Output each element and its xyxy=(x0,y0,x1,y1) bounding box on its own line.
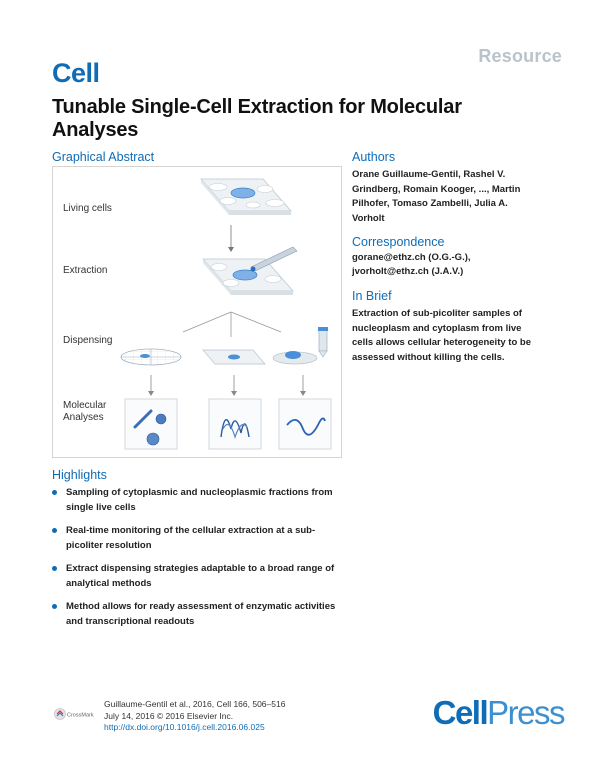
bullet-icon xyxy=(52,604,57,609)
cellpress-logo: CellPress xyxy=(432,694,566,732)
highlight-text: Sampling of cytoplasmic and nucleoplasmi… xyxy=(66,487,333,513)
copyright-line: July 14, 2016 © 2016 Elsevier Inc. xyxy=(104,710,234,721)
graphical-abstract-illustration xyxy=(120,178,332,450)
journal-logo: Cell xyxy=(52,58,100,88)
ga-label-analyses: Analyses xyxy=(63,412,104,423)
highlights-heading: Highlights xyxy=(52,468,107,482)
correspondence-email-2[interactable]: jvorholt@ethz.ch (J.A.V.) xyxy=(352,266,464,277)
crossmark-logo[interactable]: CrossMark xyxy=(54,707,98,721)
cellpress-logo-part1: Cell xyxy=(432,694,489,731)
bullet-icon xyxy=(52,566,57,571)
doi-link[interactable]: http://dx.doi.org/10.1016/j.cell.2016.06… xyxy=(104,722,265,732)
authors-heading: Authors xyxy=(352,150,396,164)
correspondence-email-1[interactable]: gorane@ethz.ch (O.G.-G.), xyxy=(352,252,471,263)
cellpress-logo-part2: Press xyxy=(487,694,565,731)
analysis-panel-microscopy xyxy=(124,398,178,450)
graphical-abstract-figure: Living cells Extraction Dispensing Molec… xyxy=(52,166,342,458)
article-title: Tunable Single-Cell Extraction for Molec… xyxy=(52,96,462,141)
in-brief-text: Extraction of sub-picoliter samples of n… xyxy=(352,308,531,363)
citation-footer: Guillaume-Gentil et al., 2016, Cell 166,… xyxy=(104,699,285,734)
highlight-item: Real-time monitoring of the cellular ext… xyxy=(52,524,352,553)
correspondence-heading: Correspondence xyxy=(352,235,445,249)
ga-label-dispensing: Dispensing xyxy=(63,335,113,346)
highlight-text: Real-time monitoring of the cellular ext… xyxy=(66,525,316,551)
bullet-icon xyxy=(52,490,57,495)
highlight-item: Method allows for ready assessment of en… xyxy=(52,600,352,629)
article-type-label: Resource xyxy=(478,46,562,66)
authors-list: Orane Guillaume-Gentil, Rashel V. Grindb… xyxy=(352,169,521,224)
living-cells-slab xyxy=(200,178,292,215)
in-brief-heading: In Brief xyxy=(352,289,392,303)
ga-label-living-cells: Living cells xyxy=(63,203,112,214)
ga-label-molecular: Molecular xyxy=(63,400,107,411)
analysis-panel-structure xyxy=(208,398,262,450)
highlight-text: Method allows for ready assessment of en… xyxy=(66,601,336,627)
highlight-text: Extract dispensing strategies adaptable … xyxy=(66,563,335,589)
extraction-slab xyxy=(202,246,298,295)
graphical-abstract-heading: Graphical Abstract xyxy=(52,150,155,164)
analysis-panel-molecule xyxy=(278,398,332,450)
dispensing-grid-target xyxy=(120,348,182,366)
dispensing-slide-target xyxy=(202,349,266,365)
highlight-item: Extract dispensing strategies adaptable … xyxy=(52,562,352,591)
citation-line: Guillaume-Gentil et al., 2016, Cell 166,… xyxy=(104,699,286,709)
crossmark-text: CrossMark xyxy=(67,713,94,719)
highlight-item: Sampling of cytoplasmic and nucleoplasmi… xyxy=(52,486,352,515)
dispensing-tube-target xyxy=(272,327,328,365)
ga-label-extraction: Extraction xyxy=(63,265,108,276)
highlights-list: Sampling of cytoplasmic and nucleoplasmi… xyxy=(52,486,352,638)
bullet-icon xyxy=(52,528,57,533)
